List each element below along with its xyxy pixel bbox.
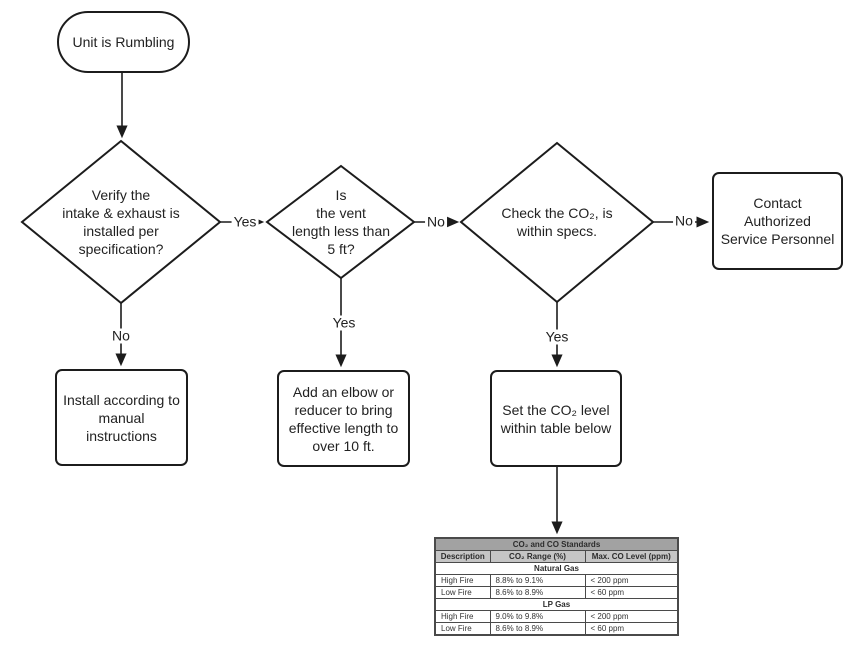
edge-label-vent-yes: Yes	[330, 314, 358, 331]
table-row: Low Fire 8.6% to 8.9% < 60 ppm	[434, 622, 679, 636]
start-node-label: Unit is Rumbling	[72, 34, 175, 50]
table-cell: High Fire	[434, 610, 491, 623]
col-header-description: Description	[434, 550, 491, 563]
process-install-label: Install according to manual instructions	[63, 391, 180, 444]
table-cell: 8.8% to 9.1%	[489, 574, 586, 587]
table-title-row: CO₂ and CO Standards	[434, 537, 679, 551]
table-cell: < 200 ppm	[584, 610, 679, 623]
process-contact-service-label: Contact Authorized Service Personnel	[720, 195, 835, 247]
table-cell: 8.6% to 8.9%	[489, 622, 586, 636]
section-label: LP Gas	[434, 598, 679, 611]
table-row: Low Fire 8.6% to 8.9% < 60 ppm	[434, 586, 679, 599]
process-install-node: Install according to manual instructions	[55, 369, 188, 466]
table-row: High Fire 8.8% to 9.1% < 200 ppm	[434, 574, 679, 587]
process-elbow-node: Add an elbow or reducer to bring effecti…	[277, 370, 410, 467]
decision-verify-text: Verify the intake & exhaust is installed…	[62, 187, 180, 257]
table-title: CO₂ and CO Standards	[434, 537, 679, 551]
decision-co2-specs-shape	[459, 141, 655, 304]
col-header-max-co: Max. CO Level (ppm)	[584, 550, 679, 563]
col-header-co2-range: CO₂ Range (%)	[489, 550, 586, 563]
decision-verify-shape	[20, 139, 222, 305]
decision-co2-specs-text: Check the CO₂, is within specs.	[501, 205, 613, 239]
table-cell: 9.0% to 9.8%	[489, 610, 586, 623]
start-node: Unit is Rumbling	[57, 11, 190, 73]
edge-label-verify-yes: Yes	[231, 213, 259, 230]
table-cell: 8.6% to 8.9%	[489, 586, 586, 599]
table-cell: Low Fire	[434, 622, 491, 636]
section-row-natural-gas: Natural Gas	[434, 562, 679, 575]
section-row-lp-gas: LP Gas	[434, 598, 679, 611]
decision-vent-length-text: Is the vent length less than 5 ft?	[291, 187, 391, 257]
process-set-co2-node: Set the CO₂ level within table below	[490, 370, 622, 467]
edge-label-co2-yes: Yes	[543, 328, 571, 345]
table-cell: < 60 ppm	[584, 622, 679, 636]
process-set-co2-label: Set the CO₂ level within table below	[500, 401, 612, 436]
edge-label-vent-no: No	[425, 213, 447, 230]
table-cell: < 200 ppm	[584, 574, 679, 587]
process-contact-service-node: Contact Authorized Service Personnel	[712, 172, 843, 270]
edge-label-co2-no: No	[673, 212, 695, 229]
decision-vent-length-shape	[265, 164, 416, 280]
table-row: High Fire 9.0% to 9.8% < 200 ppm	[434, 610, 679, 623]
edge-label-verify-no: No	[110, 327, 132, 344]
process-elbow-label: Add an elbow or reducer to bring effecti…	[288, 383, 399, 454]
section-label: Natural Gas	[434, 562, 679, 575]
table-cell: High Fire	[434, 574, 491, 587]
table-cell: < 60 ppm	[584, 586, 679, 599]
co2-standards-table: CO₂ and CO Standards Description CO₂ Ran…	[434, 537, 679, 636]
table-cell: Low Fire	[434, 586, 491, 599]
table-header-row: Description CO₂ Range (%) Max. CO Level …	[434, 550, 679, 563]
